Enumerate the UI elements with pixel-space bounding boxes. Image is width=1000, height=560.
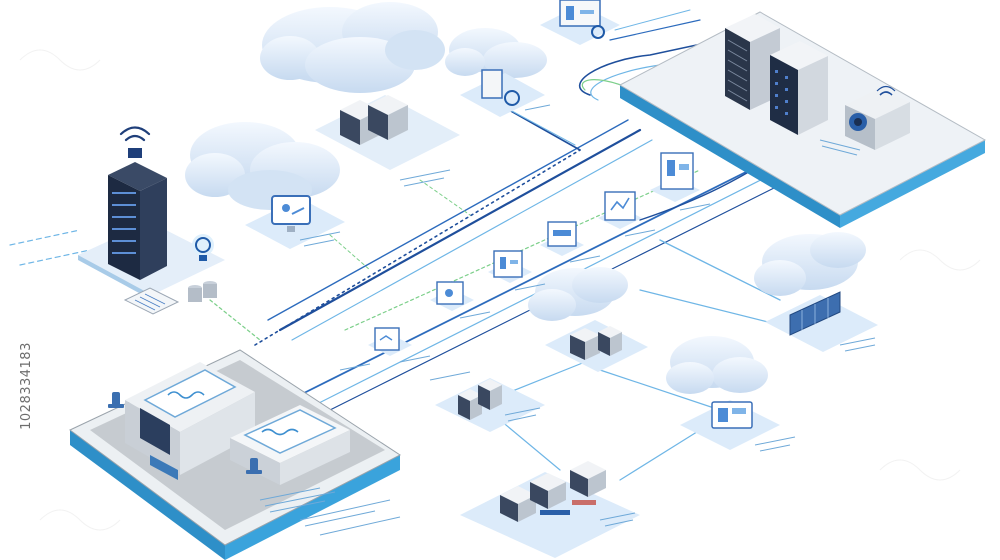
small-device-icon [368,327,412,356]
dashboard-node [540,0,620,45]
small-device-icon [650,152,700,202]
cloud-icon [185,122,340,210]
small-device-icon [540,221,584,256]
datacenter-platform [618,11,987,228]
solar-panel-node [765,291,878,352]
server-node [545,320,648,372]
lightbulb-icon [192,234,214,261]
cloud-icon [754,232,866,296]
small-device-icon [488,250,532,283]
monitor-node [680,400,796,452]
monitor-node [245,195,345,249]
workstation-node [435,378,545,432]
small-device-icon [598,191,642,229]
workstation-node [460,461,640,558]
office-platform [69,349,401,560]
speaker-device-icon [845,85,910,150]
wifi-icon [119,126,151,158]
server-rack-icon [770,41,828,135]
server-node [315,95,460,187]
small-device-icon [430,281,474,311]
stock-image-id: 1028334183 [19,342,34,430]
office-building-icon [125,362,255,480]
server-tower-node [78,126,225,315]
cylinder-storage-icon [188,281,217,302]
cloud-icon [260,2,445,93]
cloud-icon [666,336,768,394]
office-chair-icon [108,392,262,474]
watermark-pattern [19,49,981,531]
device-node [460,69,551,117]
cloud-icon [528,267,628,321]
cloud-icon [445,28,547,78]
